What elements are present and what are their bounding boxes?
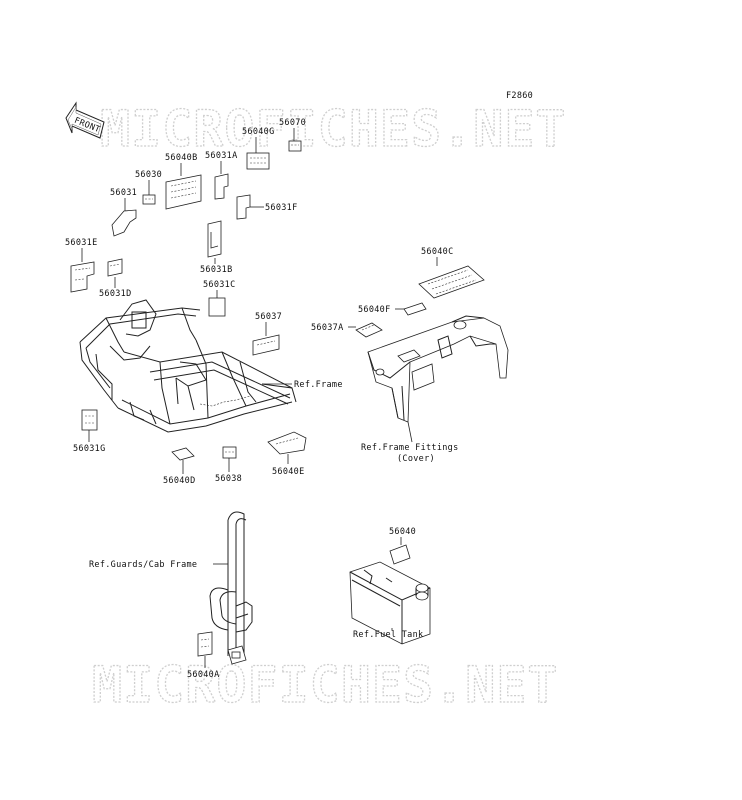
decal-56040E — [267, 431, 307, 455]
decal-56037 — [252, 334, 280, 356]
part-label-56070: 56070 — [279, 118, 306, 128]
decal-56040 — [389, 544, 411, 565]
ref-guards-label: Ref.Guards/Cab Frame — [89, 560, 197, 570]
part-label-56040B: 56040B — [165, 153, 198, 163]
part-label-56040D: 56040D — [163, 476, 196, 486]
decal-56031B — [207, 220, 222, 258]
decal-56031F — [236, 194, 251, 220]
decal-56040C — [418, 265, 485, 299]
part-label-56038: 56038 — [215, 474, 242, 484]
leader-ref-frame-fittings — [407, 421, 413, 443]
ref-frame-label: Ref.Frame — [294, 380, 343, 390]
front-arrow-icon: FRONT — [65, 101, 105, 139]
part-label-56040F: 56040F — [358, 305, 391, 315]
decal-56031G — [81, 409, 98, 431]
part-label-56031A: 56031A — [205, 151, 238, 161]
watermark-bottom: MICROFICHES.NET — [92, 656, 559, 714]
decal-56040B — [165, 174, 202, 210]
decal-56031C — [208, 297, 226, 317]
ref-frame-fittings-label: Ref.Frame Fittings — [361, 443, 459, 453]
fuel-tank — [349, 561, 431, 645]
ref-fuel-tank-label: Ref.Fuel Tank — [353, 630, 423, 640]
part-label-56031D: 56031D — [99, 289, 132, 299]
decal-56030 — [142, 194, 156, 205]
part-label-56031E: 56031E — [65, 238, 98, 248]
part-label-56040E: 56040E — [272, 467, 305, 477]
decal-56040G — [246, 152, 270, 170]
part-label-56037A: 56037A — [311, 323, 344, 333]
part-label-56040G: 56040G — [242, 127, 275, 137]
part-label-56031C: 56031C — [203, 280, 236, 290]
vehicle-frame — [79, 299, 297, 433]
decal-56031D — [107, 258, 123, 277]
part-label-56031F: 56031F — [265, 203, 298, 213]
part-label-56040C: 56040C — [421, 247, 454, 257]
decal-56038 — [222, 446, 237, 459]
watermark-top: MICROFICHES.NET — [100, 100, 567, 158]
decal-56037A — [355, 322, 383, 338]
figure-code: F2860 — [506, 91, 533, 101]
ref-frame-fittings-sub-label: (Cover) — [397, 454, 435, 464]
part-label-56031: 56031 — [110, 188, 137, 198]
cab-frame-guard — [209, 511, 253, 665]
frame-cover — [367, 315, 509, 423]
decal-56040D — [171, 447, 195, 461]
part-label-56031B: 56031B — [200, 265, 233, 275]
part-label-56040A: 56040A — [187, 670, 220, 680]
part-label-56040: 56040 — [389, 527, 416, 537]
decal-56031 — [111, 209, 137, 237]
part-label-56030: 56030 — [135, 170, 162, 180]
decal-56031A — [214, 173, 229, 200]
decal-56040F — [403, 302, 427, 316]
decal-56040A — [197, 631, 213, 657]
decal-56031E — [70, 261, 95, 293]
part-label-56031G: 56031G — [73, 444, 106, 454]
decal-56070 — [288, 140, 302, 152]
part-label-56037: 56037 — [255, 312, 282, 322]
